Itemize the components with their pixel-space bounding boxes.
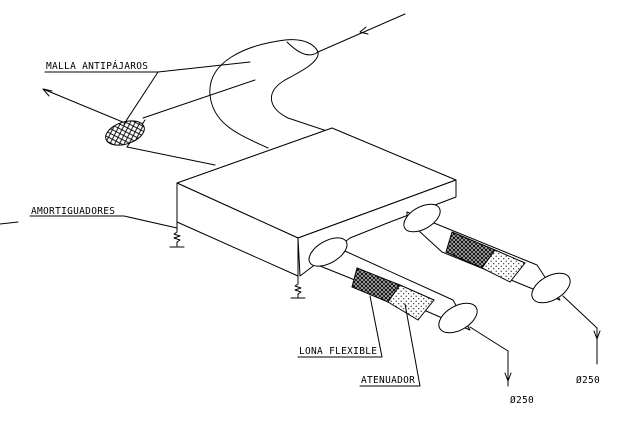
curved-duct — [209, 39, 331, 149]
leader-amortiguadores — [0, 215, 178, 229]
label-atenuador: ATENUADOR — [361, 375, 416, 386]
leader-atenuador — [359, 303, 421, 387]
outlet-duct-left — [308, 237, 478, 334]
flow-arrow-right — [562, 295, 601, 365]
outlet-duct-right — [403, 203, 571, 304]
flow-arrow-left — [42, 88, 131, 126]
leader-lona — [297, 295, 383, 358]
flow-arrow-top — [317, 13, 406, 53]
label-malla-antipajaros: MALLA ANTIPÁJAROS — [46, 61, 149, 72]
shock-absorber-center-icon — [290, 275, 306, 299]
shock-absorber-left-icon — [169, 221, 185, 248]
flow-arrow-bottom — [469, 326, 512, 387]
label-diameter-left: Ø250 — [510, 395, 535, 406]
intake-duct — [126, 79, 256, 166]
leader-malla — [44, 61, 251, 125]
unit-box — [176, 127, 457, 277]
label-amortiguadores: AMORTIGUADORES — [31, 206, 116, 217]
label-lona-flexible: LONA FLEXIBLE — [299, 346, 378, 357]
label-diameter-right: Ø250 — [576, 375, 601, 386]
bird-mesh-icon — [105, 120, 145, 146]
